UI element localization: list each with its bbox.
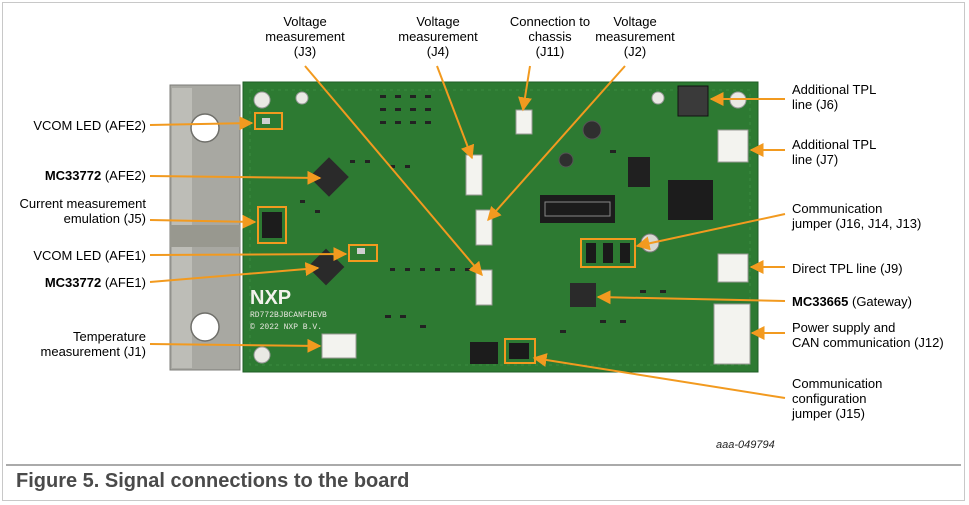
busbar: [169, 84, 241, 371]
label-comm-jumper: Communication jumper (J16, J14, J13): [792, 201, 922, 231]
arrow-j15: [532, 353, 786, 399]
mount-post: [253, 91, 271, 109]
connectors: [321, 109, 751, 365]
arrow-j11: [518, 65, 532, 112]
label-vcom-led-afe1: VCOM LED (AFE1): [33, 248, 146, 263]
caption-divider: [6, 464, 961, 466]
led-afe2: [262, 118, 270, 124]
inductor: [628, 157, 650, 187]
capacitor: [558, 152, 574, 168]
capacitor: [582, 120, 602, 140]
silk-model: RD772BJBCANFDEVB: [250, 311, 327, 320]
connector-j4: [465, 154, 483, 196]
label-mc33772-afe1: MC33772 (AFE1): [6, 275, 146, 290]
mount-post: [253, 346, 271, 364]
callout-box-vcom-afe2: [254, 112, 283, 130]
chip-bottom: [470, 342, 498, 364]
callout-box-j5: [257, 206, 287, 244]
connector-j3: [475, 269, 493, 306]
label-mc33772-afe1-part: MC33772: [44, 275, 102, 290]
label-voltage-j2: Voltage measurement (J2): [595, 14, 675, 59]
callout-box-j16-j14-j13: [580, 238, 636, 268]
figure-reference-code: aaa-049794: [716, 439, 775, 451]
label-mc33772-afe2-part: MC33772: [44, 168, 102, 183]
mount-post: [295, 91, 309, 105]
arrow-mc33665: [596, 290, 786, 305]
silk-copyright: © 2022 NXP B.V.: [250, 323, 322, 332]
label-additional-tpl-j6: Additional TPL line (J6): [792, 82, 877, 112]
connector-j7: [717, 129, 749, 163]
label-connection-chassis: Connection to chassis (J11): [509, 14, 591, 59]
arrow-vcom-afe2: [149, 116, 254, 131]
label-voltage-j4: Voltage measurement (J4): [398, 14, 478, 59]
arrow-j3: [304, 65, 483, 277]
arrow-j5: [149, 214, 257, 229]
label-additional-tpl-j7: Additional TPL line (J7): [792, 137, 877, 167]
busbar-hole-top: [190, 113, 220, 143]
label-mc33665-part: MC33665: [792, 294, 849, 309]
module-recom: [540, 195, 615, 223]
callout-boxes: [254, 112, 636, 364]
led-afe1: [357, 248, 365, 254]
smd-components: [300, 95, 666, 333]
arrow-j16-j14-j13: [635, 213, 786, 251]
nxp-logo: NXP: [250, 287, 291, 309]
label-power-supply: Power supply and CAN communication (J12): [792, 320, 944, 350]
label-mc33665: MC33665 (Gateway): [792, 294, 962, 309]
callout-arrows: [149, 65, 786, 399]
ic-mc33665: [570, 283, 596, 307]
label-temperature: Temperature measurement (J1): [40, 329, 146, 359]
label-voltage-j3: Voltage measurement (J3): [265, 14, 345, 59]
pcb: [242, 81, 759, 373]
label-mc33772-afe2-suffix: (AFE2): [101, 168, 146, 183]
transformer: [668, 180, 713, 220]
label-mc33772-afe1-suffix: (AFE1): [101, 275, 146, 290]
mount-post: [651, 91, 665, 105]
arrow-j2: [487, 65, 626, 222]
label-comm-config: Communication configuration jumper (J15): [792, 376, 883, 421]
shunt-testpoints: [262, 212, 282, 238]
label-mc33665-suffix: (Gateway): [848, 294, 912, 309]
label-vcom-led-afe2: VCOM LED (AFE2): [33, 118, 146, 133]
label-current-measurement: Current measurement emulation (J5): [19, 196, 146, 226]
connector-j2: [475, 209, 493, 246]
arrow-j1: [149, 338, 322, 353]
label-mc33772-afe2: MC33772 (AFE2): [6, 168, 146, 183]
connector-j6: [677, 85, 709, 117]
jumper-j15: [509, 343, 529, 359]
ic-afe2: [309, 157, 349, 197]
label-direct-tpl: Direct TPL line (J9): [792, 261, 903, 276]
connector-j9: [717, 253, 749, 283]
callout-box-vcom-afe1: [348, 244, 378, 262]
busbar-hole-bottom: [190, 312, 220, 342]
connector-j1: [321, 333, 357, 359]
callout-box-j15: [504, 338, 536, 364]
connector-j11: [515, 109, 533, 135]
arrow-j4: [436, 65, 475, 160]
arrow-mc33772-afe2: [149, 170, 322, 185]
arrow-vcom-afe1: [149, 247, 348, 262]
arrow-mc33772-afe1: [149, 262, 320, 283]
connector-j12: [713, 303, 751, 365]
figure-caption: Figure 5. Signal connections to the boar…: [16, 470, 410, 492]
jumper-j16-j14-j13: [586, 243, 630, 263]
